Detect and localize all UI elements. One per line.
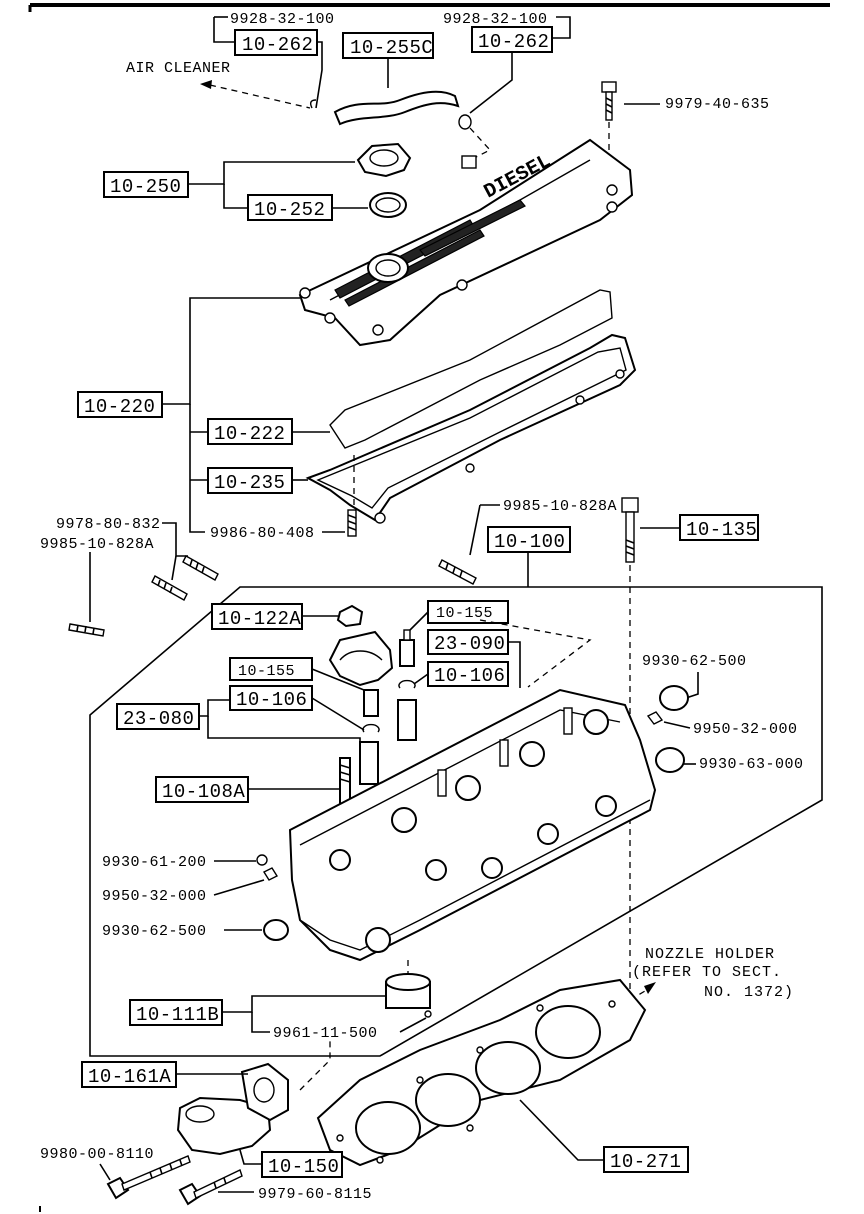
cylinder-head-outline: 10-100 xyxy=(89,526,823,1057)
callout-chamber-pin: 9961-11-500 xyxy=(273,1025,378,1042)
callout-oil-cap-gasket: 10-252 xyxy=(254,199,325,221)
hose-callouts: 9928-32-100 10-262 10-255C 9928-32-100 1… xyxy=(126,11,571,114)
box-outlet-gasket xyxy=(261,1151,343,1178)
left-plugs: 9930-61-200 9950-32-000 9930-62-500 xyxy=(102,854,290,941)
cover-callouts: 10-220 10-222 10-235 9986-80-408 xyxy=(77,297,345,542)
callout-hose-clip-left: 9928-32-100 xyxy=(230,11,335,28)
head-bolt-drawing xyxy=(621,497,639,1000)
callout-plug-left-small-a: 9930-61-200 xyxy=(102,854,207,871)
callout-outlet-bolt: 9980-00-8110 xyxy=(40,1146,154,1163)
callout-cover-seal: 10-222 xyxy=(214,423,285,445)
callout-oil-cap-assy: 10-250 xyxy=(110,176,181,198)
label-air-cleaner: AIR CLEANER xyxy=(126,60,231,77)
callout-hose-clip-right: 9928-32-100 xyxy=(443,11,548,28)
arrow-icon xyxy=(200,80,212,89)
callout-plug-left-large: 9930-62-500 xyxy=(102,923,207,940)
studs-drawing xyxy=(68,555,477,637)
box-cylinder-head xyxy=(487,526,571,553)
outlet-bolts-drawing xyxy=(106,1155,243,1206)
breather-hose-drawing xyxy=(309,90,492,161)
head-bolt-callouts: 9985-10-828A 10-135 xyxy=(469,498,759,556)
callout-cover-gasket: 10-235 xyxy=(214,472,285,494)
box-spring-seat-right xyxy=(427,629,509,655)
callout-spring-seat-left: 23-080 xyxy=(123,708,194,730)
box-head-gasket xyxy=(603,1146,689,1173)
callout-valve-seal-left: 10-155 xyxy=(238,663,295,680)
callout-valve-seal-right: 10-155 xyxy=(436,605,493,622)
head-gasket-drawing: 10-271 xyxy=(316,978,689,1173)
box-spring-seat-left xyxy=(116,703,200,730)
callout-clip-left: 10-262 xyxy=(242,34,313,56)
callout-head-stud: 9985-10-828A xyxy=(503,498,617,515)
callout-valve-guide: 10-108A xyxy=(162,781,245,803)
oil-cap-callouts: 10-250 10-252 xyxy=(103,161,368,221)
box-oil-cap-assy xyxy=(103,171,189,198)
note-nozzle-line3: NO. 1372) xyxy=(704,984,794,1001)
callout-cover-bolt: 9979-40-635 xyxy=(665,96,770,113)
arrow-icon xyxy=(644,982,656,994)
callout-keeper-right: 10-106 xyxy=(434,665,505,687)
callout-combustion-chamber: 10-111B xyxy=(136,1004,219,1026)
callout-outlet-bolt-b: 9979-60-8115 xyxy=(258,1186,372,1203)
nozzle-note: NOZZLE HOLDER (REFER TO SECT. NO. 1372) xyxy=(629,946,794,1001)
callout-outlet-gasket: 10-150 xyxy=(268,1156,339,1178)
right-plugs: 9930-62-500 9950-32-000 9930-63-000 xyxy=(642,653,804,773)
callout-water-outlet: 10-161A xyxy=(88,1066,171,1088)
combustion-chamber: 10-111B 9961-11-500 xyxy=(129,960,432,1042)
callout-cylinder-head: 10-100 xyxy=(494,531,565,553)
box-cover-assy xyxy=(77,391,163,418)
box-keeper-right xyxy=(427,661,509,687)
callout-cover-assy: 10-220 xyxy=(84,396,155,418)
valve-train-drawing xyxy=(328,604,417,809)
water-outlet-callouts: 10-161A 9980-00-8110 10-150 9979-60-8115 xyxy=(40,1061,372,1203)
cover-bolt-drawing: 9979-40-635 xyxy=(601,81,770,150)
cover-stud-drawing xyxy=(347,509,357,537)
stud-callouts: 9978-80-832 9985-10-828A xyxy=(40,516,188,622)
callout-plug-right-small: 9950-32-000 xyxy=(693,721,798,738)
callout-head-gasket: 10-271 xyxy=(610,1151,681,1173)
note-nozzle-line2: (REFER TO SECT. xyxy=(632,964,782,981)
cover-gasket-drawing xyxy=(305,289,637,524)
callout-spring-seat-right: 23-090 xyxy=(434,633,505,655)
callout-plug-right-bottom: 9930-63-000 xyxy=(699,756,804,773)
callout-breather-hose: 10-255C xyxy=(350,37,433,59)
callout-keeper-left: 10-106 xyxy=(236,689,307,711)
valve-train-callouts: 10-122A 10-155 23-090 10-106 10-155 10-1… xyxy=(116,600,592,803)
callout-cover-stud-bolt: 9986-80-408 xyxy=(210,525,315,542)
cylinder-head-drawing xyxy=(288,688,657,962)
callout-head-bolt: 10-135 xyxy=(686,519,757,541)
callout-plug-right-top: 9930-62-500 xyxy=(642,653,747,670)
callout-clip-right: 10-262 xyxy=(478,31,549,53)
box-water-outlet xyxy=(81,1061,177,1088)
callout-cap-nut: 10-122A xyxy=(218,608,301,630)
box-combustion-chamber xyxy=(129,999,223,1026)
valve-cover-drawing: DIESEL xyxy=(298,138,634,347)
box-oil-cap-gasket xyxy=(247,194,333,221)
note-nozzle-line1: NOZZLE HOLDER xyxy=(645,946,775,963)
callout-plug-left-small-b: 9950-32-000 xyxy=(102,888,207,905)
callout-stud-b: 9985-10-828A xyxy=(40,536,154,553)
box-clip-right xyxy=(471,26,553,53)
oil-cap-drawing xyxy=(356,142,412,218)
water-outlet-drawing xyxy=(176,1040,331,1156)
box-breather-hose xyxy=(342,32,434,59)
callout-stud-a: 9978-80-832 xyxy=(56,516,161,533)
box-cap-nut xyxy=(211,603,303,630)
